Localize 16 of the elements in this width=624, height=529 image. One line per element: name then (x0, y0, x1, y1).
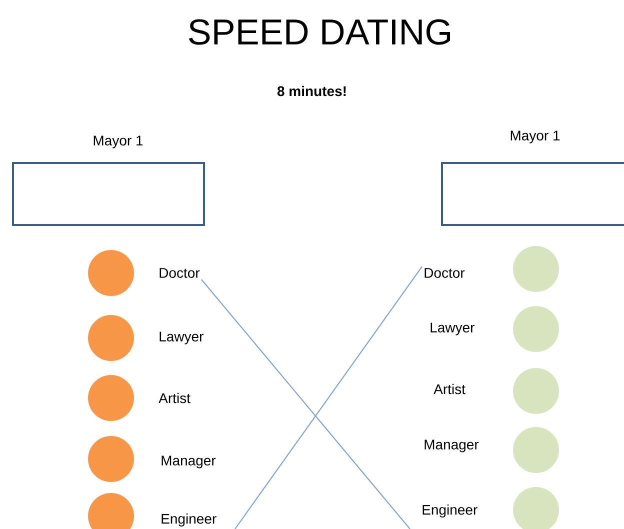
role-label: Engineer (422, 504, 478, 518)
connector-line (234, 266, 422, 529)
box-heading: Mayor 1 (510, 130, 560, 144)
connector-line (201, 279, 410, 529)
role-label: Artist (158, 392, 190, 404)
note: 8 minutes! (277, 86, 346, 96)
role-label: Doctor (160, 268, 200, 278)
role-label: Manager (162, 456, 216, 468)
role-label: Lawyer (430, 322, 474, 336)
role-label: Manager (424, 440, 479, 452)
role-label: Doctor (424, 268, 465, 278)
box-heading: Mayor 1 (94, 136, 143, 148)
role-label: Engineer (162, 513, 216, 527)
title: SPEED DATING (188, 19, 450, 45)
role-label: Lawyer (160, 332, 204, 344)
role-label: Artist (434, 384, 466, 394)
